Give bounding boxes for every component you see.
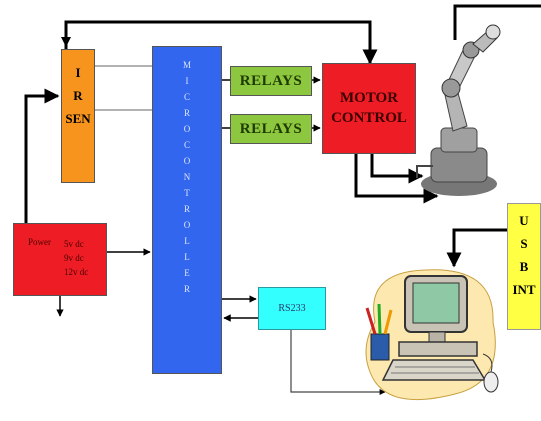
microcontroller-letter: R <box>184 285 190 294</box>
relay-bottom-block: RELAYS <box>230 114 312 144</box>
usb-line-1: U <box>519 214 528 227</box>
microcontroller-letter: O <box>184 125 191 134</box>
power-label: Power <box>28 237 51 247</box>
relay-top-block: RELAYS <box>230 66 312 96</box>
usb-computer-line <box>454 230 507 266</box>
usb-line-3: B <box>520 260 529 273</box>
microcontroller-letter: E <box>184 269 190 278</box>
microcontroller-letter: R <box>184 109 190 118</box>
microcontroller-letter: C <box>184 141 190 150</box>
power-block: Power 5v dc 9v dc 12v dc <box>13 223 107 296</box>
ir-sensor-line-2: R <box>73 89 82 102</box>
microcontroller-letter: L <box>184 253 190 262</box>
microcontroller-letter: O <box>184 157 191 166</box>
microcontroller-letter: M <box>183 61 191 70</box>
motor-control-line-2: CONTROL <box>331 109 407 129</box>
power-voltage-9v: 9v dc <box>64 251 88 265</box>
motor-control-line-1: MOTOR <box>340 89 398 109</box>
rs232-block: RS233 <box>258 287 326 330</box>
microcontroller-letter: R <box>184 205 190 214</box>
computer-image <box>355 262 505 412</box>
power-to-ir-line <box>26 96 58 223</box>
usb-line-2: S <box>520 237 527 250</box>
microcontroller-letter: I <box>186 77 189 86</box>
usb-interface-block: U S B INT <box>507 203 541 330</box>
ir-sensor-line-3: SEN <box>65 112 90 125</box>
power-voltages: 5v dc 9v dc 12v dc <box>64 237 88 279</box>
usb-line-4: INT <box>512 283 535 296</box>
ir-sensor-line-1: I <box>75 66 80 79</box>
microcontroller-letter: T <box>184 189 190 198</box>
relay-bottom-label: RELAYS <box>240 121 302 138</box>
rs232-label: RS233 <box>278 303 305 314</box>
robot-arm-image <box>413 16 505 200</box>
motor-control-block: MOTOR CONTROL <box>322 63 416 154</box>
power-voltage-12v: 12v dc <box>64 265 88 279</box>
microcontroller-letter: L <box>184 237 190 246</box>
microcontroller-letter: N <box>184 173 191 182</box>
relay-top-label: RELAYS <box>240 73 302 90</box>
microcontroller-letter: C <box>184 93 190 102</box>
microcontroller-letter: O <box>184 221 191 230</box>
power-voltage-5v: 5v dc <box>64 237 88 251</box>
ir-sensor-block: I R SEN <box>61 49 95 183</box>
